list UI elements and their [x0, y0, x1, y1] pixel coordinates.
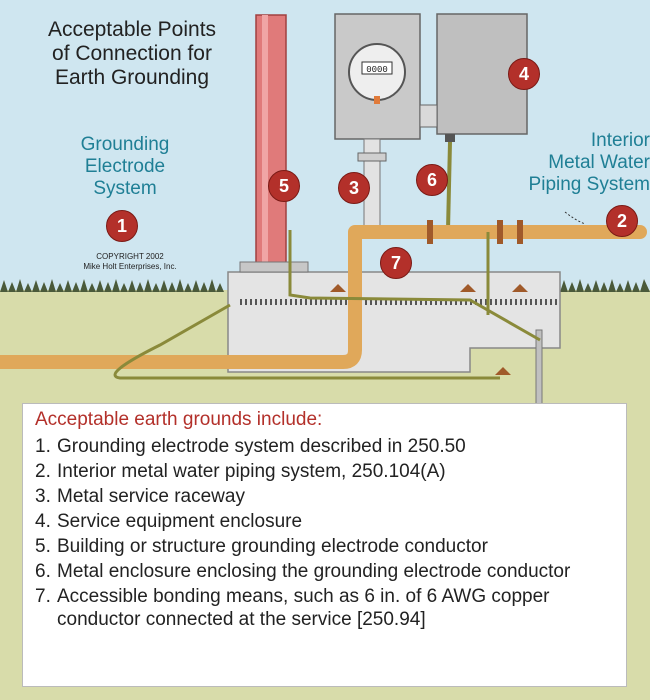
legend-item-number: 4.	[35, 511, 51, 532]
legend-item-number: 7.	[35, 586, 51, 607]
piping-pointer	[564, 211, 586, 225]
legend-item-number: 5.	[35, 536, 51, 557]
copyright-notice: COPYRIGHT 2002 Mike Holt Enterprises, In…	[60, 252, 200, 272]
badge-3: 3	[338, 172, 370, 204]
legend-item-text: Grounding electrode system described in …	[57, 436, 466, 457]
badge-1: 1	[106, 210, 138, 242]
legend-item: 6. Metal enclosure enclosing the groundin…	[35, 560, 620, 583]
enclosure-connector	[419, 104, 438, 128]
grass	[0, 279, 228, 292]
grounding-electrode-conductor	[288, 230, 541, 342]
steel-column-highlight	[262, 15, 268, 270]
badge-4: 4	[508, 58, 540, 90]
caption-line: Electrode	[84, 156, 166, 177]
legend-heading: Acceptable earth grounds include:	[35, 409, 323, 430]
legend-item: 4. Service equipment enclosure	[35, 510, 620, 533]
legend-item-text: Service equipment enclosure	[57, 511, 303, 532]
pipe-clamps	[427, 220, 523, 244]
legend-item-number: 6.	[35, 561, 51, 582]
title-line: of Connection for	[52, 42, 212, 65]
legend-item-text: Interior metal water piping system, 250.…	[57, 461, 446, 482]
sky	[0, 0, 650, 295]
water-service-pipe	[0, 232, 362, 369]
title-line: Acceptable Points	[47, 18, 217, 41]
grass-right	[560, 279, 650, 292]
legend-item-text: Metal service raceway	[57, 486, 245, 507]
meter-display	[361, 61, 393, 75]
legend-box: Acceptable earth grounds include: 1. Grou…	[22, 403, 627, 687]
underground-conductor	[113, 303, 500, 380]
raceway-strap	[357, 152, 387, 162]
electrode-system-caption: Grounding Electrode System	[60, 134, 190, 200]
legend-item: 5. Building or structure grounding electr…	[35, 535, 620, 558]
caption-line: Grounding	[80, 134, 170, 155]
enclosure-hub	[445, 134, 455, 142]
badge-6: 6	[416, 164, 448, 196]
legend-item-number: 1.	[35, 436, 51, 457]
badge-7: 7	[380, 247, 412, 279]
caption-line: Piping System	[528, 174, 650, 195]
legend-item-text: Accessible bonding means, such as 6 in. …	[57, 586, 550, 630]
meter-indicator	[374, 96, 380, 104]
legend-list: 1. Grounding electrode system described i…	[35, 435, 620, 633]
legend-item-number: 3.	[35, 486, 51, 507]
ground-rod	[535, 329, 543, 411]
legend-item: 1. Grounding electrode system described i…	[35, 435, 620, 458]
legend-item-text: Metal enclosure enclosing the grounding …	[57, 561, 571, 582]
meter-readout: 0000	[366, 65, 388, 75]
piping-system-caption: Interior Metal Water Piping System	[470, 130, 650, 196]
diagram-title: Acceptable Points of Connection for Eart…	[22, 18, 242, 90]
caption-line: System	[93, 178, 157, 199]
column-base-plate	[239, 261, 309, 273]
legend-item-text: Building or structure grounding electrod…	[57, 536, 488, 557]
copyright-line: Mike Holt Enterprises, Inc.	[83, 262, 177, 271]
badge-2: 2	[606, 205, 638, 237]
copyright-line: COPYRIGHT 2002	[96, 252, 164, 261]
legend-item: 7. Accessible bonding means, such as 6 in…	[35, 585, 620, 631]
steel-column	[255, 14, 287, 271]
legend-item-number: 2.	[35, 461, 51, 482]
legend-item: 3. Metal service raceway	[35, 485, 620, 508]
title-line: Earth Grounding	[54, 66, 210, 89]
badge-5: 5	[268, 170, 300, 202]
caption-line: Metal Water	[548, 152, 650, 173]
legend-item: 2. Interior metal water piping system, 25…	[35, 460, 620, 483]
gec-conduit	[446, 141, 452, 231]
caption-line: Interior	[590, 130, 650, 151]
